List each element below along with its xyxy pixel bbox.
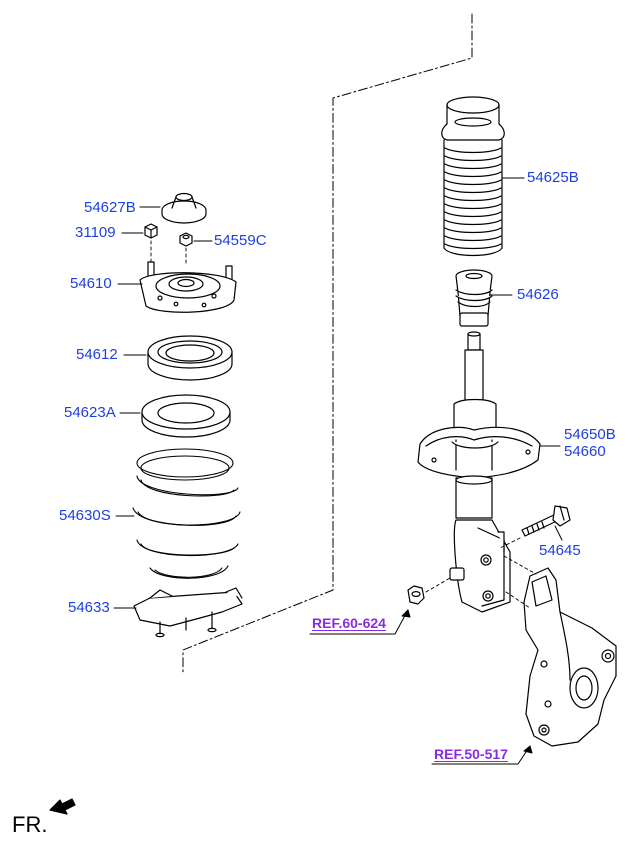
lower-spring-pad-part [133,587,243,638]
strut-assembly-part [417,331,541,613]
label-54612: 54612 [76,346,118,363]
bearing-part [147,335,233,381]
leader-lines [113,177,563,609]
front-marker-label: FR. [12,812,48,837]
spring-pad-part [141,394,231,438]
front-direction-arrow-icon [49,798,76,815]
label-54650b: 54650B [564,426,616,443]
bolt-part [521,505,571,537]
label-54645: 54645 [539,542,581,559]
label-54627b: 54627B [84,199,136,216]
flange-nut-part [407,585,425,605]
label-54630s: 54630S [59,507,111,524]
strut-mount-part [139,261,237,313]
nut-54559c-part [179,232,193,247]
dust-boot-part [441,96,505,257]
nut-31109-part [144,223,158,239]
reference-arrows [309,609,533,765]
label-54623a: 54623A [64,404,116,421]
assembly-boundary-line [182,13,473,673]
label-54610: 54610 [70,275,112,292]
label-31109: 31109 [75,224,116,241]
ref-60-624-link[interactable]: REF.60-624 [312,615,386,631]
steering-knuckle-part [523,567,617,747]
label-54626: 54626 [517,286,559,303]
dust-cap-part [161,192,207,224]
label-54625b: 54625B [527,169,579,186]
label-54660: 54660 [564,443,606,460]
coil-spring-part [132,448,241,579]
ref-50-517-link[interactable]: REF.50-517 [434,746,508,762]
label-54559c: 54559C [214,232,267,249]
label-54633: 54633 [68,599,110,616]
bump-stopper-part [455,269,493,327]
